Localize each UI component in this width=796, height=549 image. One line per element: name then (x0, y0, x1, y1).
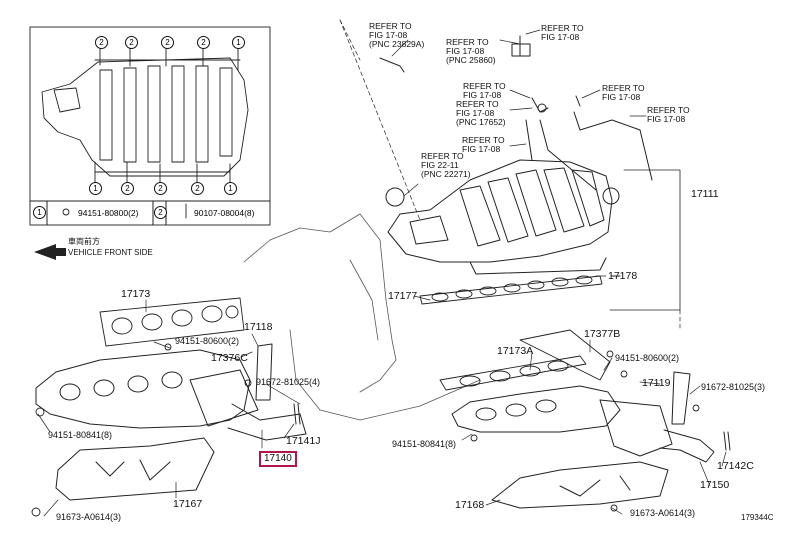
callout-17142C[interactable]: 17142C (717, 460, 754, 472)
figure-id: 179344C (741, 513, 774, 522)
callout-17376C[interactable]: 17376C (211, 352, 248, 364)
engine-block-outline (243, 213, 481, 421)
inset-marker: 1 (224, 182, 237, 195)
inset-marker: 2 (154, 182, 167, 195)
callout-91672-81025-left[interactable]: 91672-81025(4) (256, 377, 321, 387)
exhaust-gasket-right (439, 355, 587, 391)
inset-marker: 2 (125, 36, 138, 49)
legend-2-part[interactable]: 90107-08004(8) (194, 208, 255, 218)
callout-94151-80841-right[interactable]: 94151-80841(8) (392, 439, 457, 449)
callout-17140-highlighted[interactable]: 17140 (259, 451, 297, 467)
refer-label[interactable]: REFER TO FIG 17-08 (PNC 23829A) (369, 21, 425, 49)
refer-label[interactable]: REFER TO FIG 17-08 (602, 83, 645, 102)
intake-callout-bracket (609, 169, 681, 311)
heat-insulator-right (491, 461, 669, 509)
inset-marker: 2 (191, 182, 204, 195)
callout-17150[interactable]: 17150 (700, 479, 730, 491)
inset-marker: 1 (232, 36, 245, 49)
exhaust-gasket-left (99, 297, 245, 347)
callout-17118[interactable]: 17118 (244, 321, 273, 333)
inset-intake-drawing (41, 43, 249, 184)
callout-17177[interactable]: 17177 (388, 290, 418, 302)
callout-94151-80841-left[interactable]: 94151-80841(8) (48, 430, 113, 440)
reference-lines (339, 19, 681, 331)
direction-en: VEHICLE FRONT SIDE (68, 248, 153, 257)
callout-17173A[interactable]: 17173A (497, 345, 534, 357)
inset-frame (29, 26, 271, 226)
refer-label[interactable]: REFER TO FIG 17-08 (541, 23, 584, 42)
exhaust-manifold-right (451, 371, 731, 463)
inset-marker: 2 (161, 36, 174, 49)
callout-91672-81025-right[interactable]: 91672-81025(3) (701, 382, 766, 392)
heat-insulator-small (519, 329, 611, 381)
refer-label[interactable]: REFER TO FIG 17-08 (PNC 17652) (456, 99, 506, 127)
legend-2-number: 2 (154, 206, 167, 219)
callout-17141J[interactable]: 17141J (286, 435, 321, 447)
callout-17119[interactable]: 17119 (642, 377, 671, 389)
inset-marker: 2 (197, 36, 210, 49)
heat-insulator-left (55, 437, 215, 501)
refer-label[interactable]: REFER TO FIG 17-08 (463, 81, 506, 100)
callout-17173[interactable]: 17173 (121, 288, 151, 300)
intake-gaskets-drawing (419, 275, 603, 305)
inset-marker: 2 (95, 36, 108, 49)
refer-label[interactable]: REFER TO FIG 17-08 (462, 135, 505, 154)
refer-label[interactable]: REFER TO FIG 17-08 (647, 105, 690, 124)
refer-label[interactable]: REFER TO FIG 22-11 (PNC 22271) (421, 151, 471, 179)
callout-17111[interactable]: 17111 (691, 188, 719, 200)
direction-jp: 車両前方 (68, 237, 100, 246)
legend-1-number: 1 (33, 206, 46, 219)
vehicle-front-arrow-icon (34, 244, 66, 260)
fastener-icons (31, 203, 700, 517)
exhaust-manifold-left (35, 343, 307, 441)
inset-marker: 1 (89, 182, 102, 195)
callout-17167[interactable]: 17167 (173, 498, 203, 510)
callout-94151-80600-left[interactable]: 94151-80600(2) (175, 336, 240, 346)
callout-91673-A0614-left[interactable]: 91673-A0614(3) (56, 512, 122, 522)
callout-17178[interactable]: 17178 (608, 270, 638, 282)
leader-lines (37, 29, 727, 517)
callout-94151-80600-right[interactable]: 94151-80600(2) (615, 353, 680, 363)
refer-label[interactable]: REFER TO FIG 17-08 (PNC 25860) (446, 37, 496, 65)
legend-1-part[interactable]: 94151-80800(2) (78, 208, 139, 218)
inset-marker: 2 (121, 182, 134, 195)
intake-manifold-drawing (379, 35, 653, 275)
callout-17168[interactable]: 17168 (455, 499, 485, 511)
callout-91673-A0614-right[interactable]: 91673-A0614(3) (630, 508, 696, 518)
callout-17377B[interactable]: 17377B (584, 328, 621, 340)
